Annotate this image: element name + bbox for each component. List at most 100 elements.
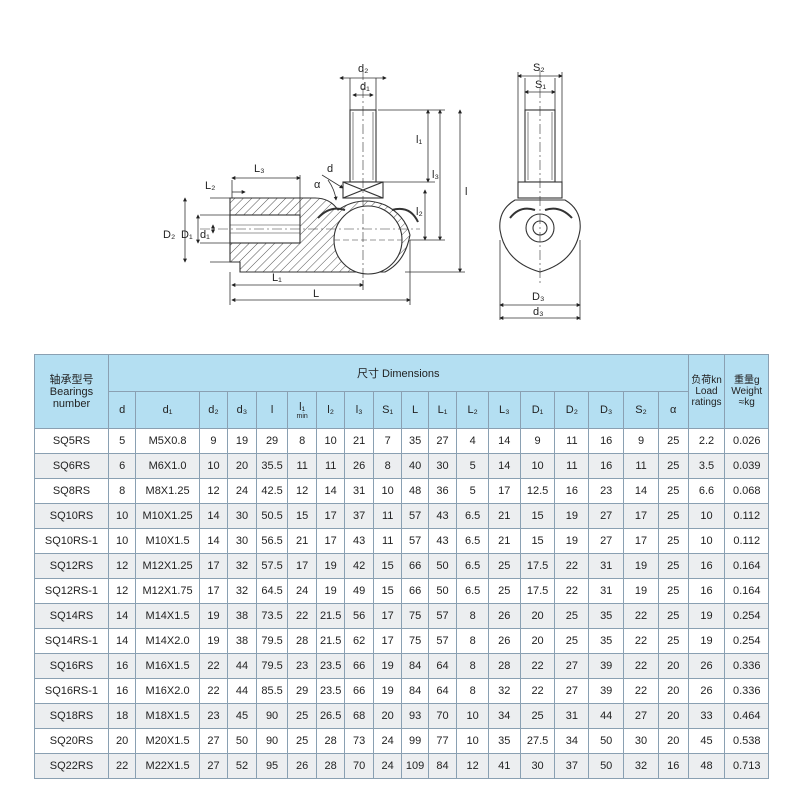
table-cell: 8 [456, 678, 489, 704]
column-header: L₃ [487, 391, 521, 429]
table-cell: 17 [372, 628, 403, 654]
table-cell: 0.112 [724, 503, 769, 529]
table-cell: 16 [554, 478, 590, 504]
table-cell: 24 [372, 753, 403, 779]
table-cell: 22 [198, 653, 229, 679]
table-cell: 12 [287, 478, 317, 504]
table-cell: 19 [554, 528, 590, 554]
table-cell: 84 [401, 653, 429, 679]
table-cell: 79.5 [255, 628, 289, 654]
table-cell: 15 [519, 503, 556, 529]
table-cell: 19 [198, 603, 229, 629]
table-cell: 0.164 [724, 578, 769, 604]
table-cell: 17 [487, 478, 521, 504]
table-cell: 26 [487, 628, 521, 654]
table-cell: M12X1.25 [135, 553, 200, 579]
table-cell: 16 [687, 553, 726, 579]
table-cell: 22 [519, 678, 556, 704]
dimensions-header: 尺寸 Dimensions [107, 354, 689, 392]
table-cell: 22 [554, 553, 590, 579]
table-cell: 25 [487, 553, 521, 579]
table-cell: 12 [107, 578, 137, 604]
table-cell: 5 [456, 478, 489, 504]
table-cell: 21.5 [315, 628, 346, 654]
table-cell: 11 [623, 453, 659, 479]
table-cell: 25 [554, 603, 590, 629]
column-header: D₁ [519, 391, 556, 429]
table-cell: 32 [227, 578, 257, 604]
table-cell: M5X0.8 [135, 428, 200, 454]
model-cell: SQ20RS [34, 728, 109, 754]
table-cell: 50 [427, 553, 458, 579]
column-header-label: l₁ [299, 400, 306, 413]
column-header: L₂ [456, 391, 489, 429]
table-cell: 56.5 [255, 528, 289, 554]
table-cell: 68 [344, 703, 374, 729]
table-cell: 15 [372, 553, 403, 579]
table-cell: 35 [401, 428, 429, 454]
table-cell: 8 [456, 603, 489, 629]
table-cell: 25 [487, 578, 521, 604]
label-D3: D₃ [532, 291, 544, 303]
column-header: S₁ [372, 391, 403, 429]
table-cell: 43 [344, 528, 374, 554]
table-cell: 0.026 [724, 428, 769, 454]
table-cell: 19 [372, 678, 403, 704]
table-cell: 57.5 [255, 553, 289, 579]
table-cell: M18X1.5 [135, 703, 200, 729]
table-cell: 41 [487, 753, 521, 779]
table-cell: 24 [287, 578, 317, 604]
table-cell: 3.5 [687, 453, 726, 479]
table-cell: 24 [227, 478, 257, 504]
table-cell: 27 [427, 428, 458, 454]
table-cell: 14 [315, 478, 346, 504]
table-cell: 14 [623, 478, 659, 504]
table-cell: 30 [427, 453, 458, 479]
table-cell: 84 [401, 678, 429, 704]
table-cell: 28 [315, 753, 346, 779]
table-cell: 17.5 [519, 578, 556, 604]
table-cell: 50 [427, 578, 458, 604]
table-cell: 16 [687, 578, 726, 604]
table-cell: 66 [401, 578, 429, 604]
table-cell: 84 [427, 753, 458, 779]
table-cell: 10 [456, 728, 489, 754]
column-header-label: α [670, 404, 677, 416]
table-cell: 23 [287, 653, 317, 679]
table-cell: 49 [344, 578, 374, 604]
model-cell: SQ16RS-1 [34, 678, 109, 704]
label-L3: L₃ [254, 163, 265, 175]
table-cell: 44 [588, 703, 625, 729]
table-cell: 93 [401, 703, 429, 729]
table-cell: 16 [657, 753, 689, 779]
table-cell: 10 [519, 453, 556, 479]
table-cell: 57 [427, 628, 458, 654]
table-cell: 95 [255, 753, 289, 779]
table-cell: 17 [198, 578, 229, 604]
table-cell: 11 [554, 428, 590, 454]
table-cell: 0.464 [724, 703, 769, 729]
column-header: l₃ [344, 391, 374, 429]
table-cell: 23.5 [315, 678, 346, 704]
table-cell: 20 [657, 728, 689, 754]
label-D2: D₂ [163, 229, 175, 241]
label-l2: l₂ [416, 206, 423, 218]
table-cell: 64 [427, 678, 458, 704]
specification-table: 轴承型号 Bearings number 尺寸 Dimensions 负荷kn … [34, 354, 769, 779]
table-cell: 48 [401, 478, 429, 504]
table-cell: 22 [554, 578, 590, 604]
table-cell: 25 [519, 703, 556, 729]
column-header-label: D₂ [565, 404, 578, 416]
table-cell: 56 [344, 603, 374, 629]
table-cell: 7 [372, 428, 403, 454]
table-cell: 26 [687, 678, 726, 704]
table-cell: 12 [456, 753, 489, 779]
table-cell: 31 [588, 553, 625, 579]
table-cell: M16X1.5 [135, 653, 200, 679]
table-cell: 66 [401, 553, 429, 579]
model-cell: SQ12RS [34, 553, 109, 579]
